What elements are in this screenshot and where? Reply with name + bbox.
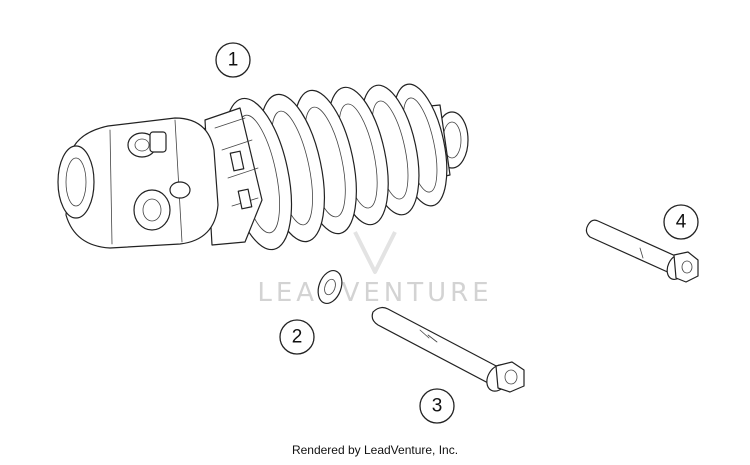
callout-1-label: 1	[228, 50, 239, 71]
callout-4: 4	[663, 204, 699, 240]
callout-3-label: 3	[432, 396, 443, 417]
render-credit: Rendered by LeadVenture, Inc.	[291, 443, 459, 457]
callout-2-label: 2	[292, 327, 303, 348]
callout-2: 2	[279, 319, 315, 355]
callout-4-label: 4	[676, 212, 687, 233]
washer-part	[317, 269, 343, 305]
callout-3: 3	[419, 388, 455, 424]
shock-absorber-part	[57, 83, 469, 251]
callout-1: 1	[215, 42, 251, 78]
leadventure-watermark: LEADVENTURE	[257, 231, 492, 308]
watermark-text: LEADVENTURE	[257, 278, 492, 308]
short-bolt-part	[585, 219, 699, 283]
long-bolt-part	[371, 306, 525, 393]
